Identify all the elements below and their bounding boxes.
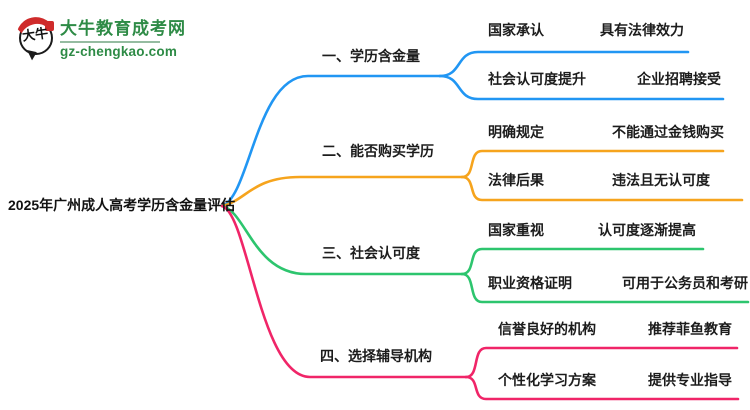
branch-4-row-1-topic: 信誉良好的机构 bbox=[498, 321, 596, 337]
branch-3-trunk-line bbox=[220, 204, 464, 276]
logo-divider bbox=[60, 41, 160, 43]
branch-4-lines bbox=[220, 204, 740, 401]
branch-1-row-2-detail: 企业招聘接受 bbox=[637, 71, 721, 87]
branch-1-row-2-topic: 社会认可度提升 bbox=[488, 71, 586, 87]
branch-4-row-1-line bbox=[464, 346, 739, 379]
branch-4-trunk-line bbox=[220, 204, 468, 379]
logo-seal-icon bbox=[45, 21, 54, 31]
branch-2-row-2-line bbox=[460, 175, 744, 202]
branch-1-lines bbox=[220, 50, 725, 208]
branch-4-row-1-detail: 推荐菲鱼教育 bbox=[648, 321, 732, 337]
branch-4-row-2-topic: 个性化学习方案 bbox=[498, 372, 596, 388]
branch-1-row-1-detail: 具有法律效力 bbox=[600, 22, 684, 38]
branch-2-row-1-line bbox=[460, 149, 725, 179]
branch-2-row-2-topic: 法律后果 bbox=[488, 172, 544, 188]
branch-3-row-1-detail: 认可度逐渐提高 bbox=[598, 222, 696, 238]
branch-2-lines bbox=[220, 149, 744, 208]
branch-1-row-1-topic: 国家承认 bbox=[488, 22, 544, 38]
branch-1-trunk-line bbox=[220, 74, 442, 208]
branch-4-row-2-detail: 提供专业指导 bbox=[648, 372, 732, 388]
branch-3-lines bbox=[220, 204, 750, 304]
branch-2-row-2-detail: 违法且无认可度 bbox=[612, 172, 710, 188]
branch-3-label: 三、社会认可度 bbox=[322, 245, 420, 261]
branch-3-row-1-topic: 国家重视 bbox=[488, 222, 544, 238]
branch-4-label: 四、选择辅导机构 bbox=[320, 348, 432, 364]
logo-site-url: gz-chengkao.com bbox=[60, 44, 178, 59]
branch-3-row-2-line bbox=[460, 272, 750, 304]
branch-3-row-2-topic: 职业资格证明 bbox=[488, 275, 572, 291]
logo-bubble-icon bbox=[19, 21, 53, 55]
branch-2-label: 二、能否购买学历 bbox=[322, 143, 434, 159]
branch-2-trunk-line bbox=[220, 175, 464, 208]
branch-1-row-1-line bbox=[438, 50, 690, 78]
logo-bubble-tail bbox=[25, 50, 37, 61]
mindmap-root-title: 2025年广州成人高考学历含金量评估 bbox=[8, 197, 236, 213]
logo-brand-name: 大牛教育成考网 bbox=[60, 19, 186, 38]
site-logo: 大牛 大牛教育成考网 gz-chengkao.com bbox=[11, 10, 194, 66]
branch-4-row-2-line bbox=[464, 375, 740, 401]
branch-3-row-2-detail: 可用于公务员和考研 bbox=[622, 275, 748, 291]
branch-1-row-2-line bbox=[438, 74, 725, 101]
branch-1-label: 一、学历含金量 bbox=[322, 48, 420, 64]
branch-2-row-1-detail: 不能通过金钱购买 bbox=[612, 124, 724, 140]
branch-3-row-1-line bbox=[460, 247, 705, 276]
branch-2-row-1-topic: 明确规定 bbox=[488, 124, 544, 140]
